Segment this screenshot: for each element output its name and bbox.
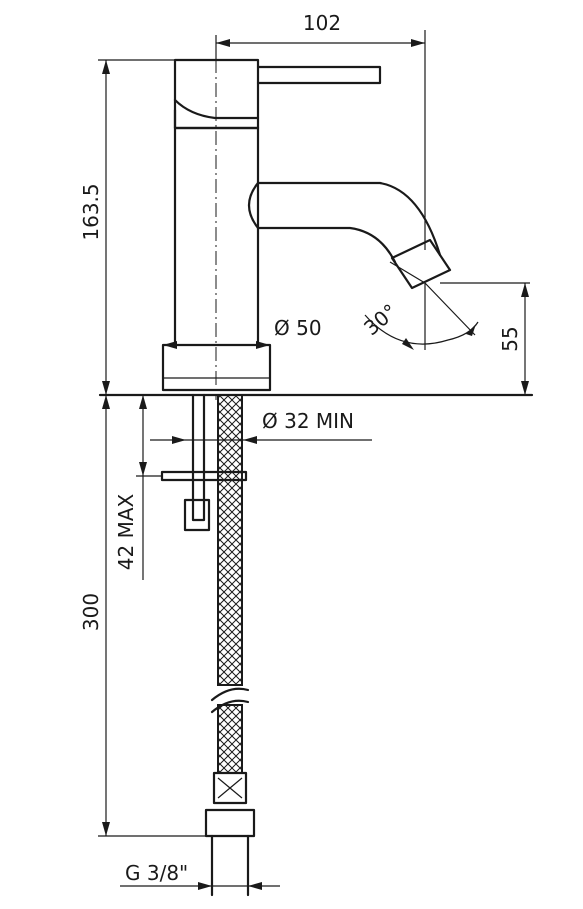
- angle-label: 30°: [359, 299, 402, 340]
- hose-break-top: [210, 687, 250, 702]
- lever-handle: [256, 65, 382, 85]
- dimension-spout-height: 55: [440, 282, 530, 395]
- braided-hose-lower: [217, 704, 243, 774]
- width-label: 102: [303, 11, 341, 35]
- fixing-rod: [191, 393, 206, 522]
- spout-height-label: 55: [498, 326, 522, 351]
- nut-extension: [210, 834, 250, 897]
- height-label: 163.5: [79, 183, 103, 240]
- dimension-connection: G 3/8": [120, 861, 280, 890]
- dimension-hole-diameter: Ø 32 MIN: [150, 409, 372, 444]
- hose-crimp: [212, 771, 248, 805]
- dimension-width: 102: [215, 11, 426, 250]
- dimension-angle: 30°: [359, 261, 479, 350]
- under-deck-assembly: [160, 393, 256, 897]
- braided-hose-upper: [217, 394, 243, 686]
- dimension-height: 163.5: [79, 59, 175, 395]
- spout-lower: [256, 226, 397, 264]
- rod-tip: [183, 498, 211, 532]
- hose-length-label: 300: [79, 593, 103, 631]
- spout-upper: [256, 181, 442, 257]
- deck-thickness-label: 42 MAX: [114, 493, 138, 570]
- dimension-hose-length: 300: [79, 395, 206, 837]
- body-diameter-label: Ø 50: [274, 316, 322, 340]
- connection-nut: [204, 808, 256, 838]
- hole-diameter-label: Ø 32 MIN: [262, 409, 354, 433]
- hose-break-bottom: [210, 699, 250, 714]
- aerator: [390, 238, 452, 290]
- crimp-mark: [217, 777, 243, 799]
- dimension-body-diameter: Ø 50: [163, 316, 322, 349]
- spout-root: [247, 181, 260, 230]
- dimension-deck-thickness: 42 MAX: [114, 395, 162, 580]
- main-column: [173, 108, 260, 347]
- connection-label: G 3/8": [125, 861, 188, 885]
